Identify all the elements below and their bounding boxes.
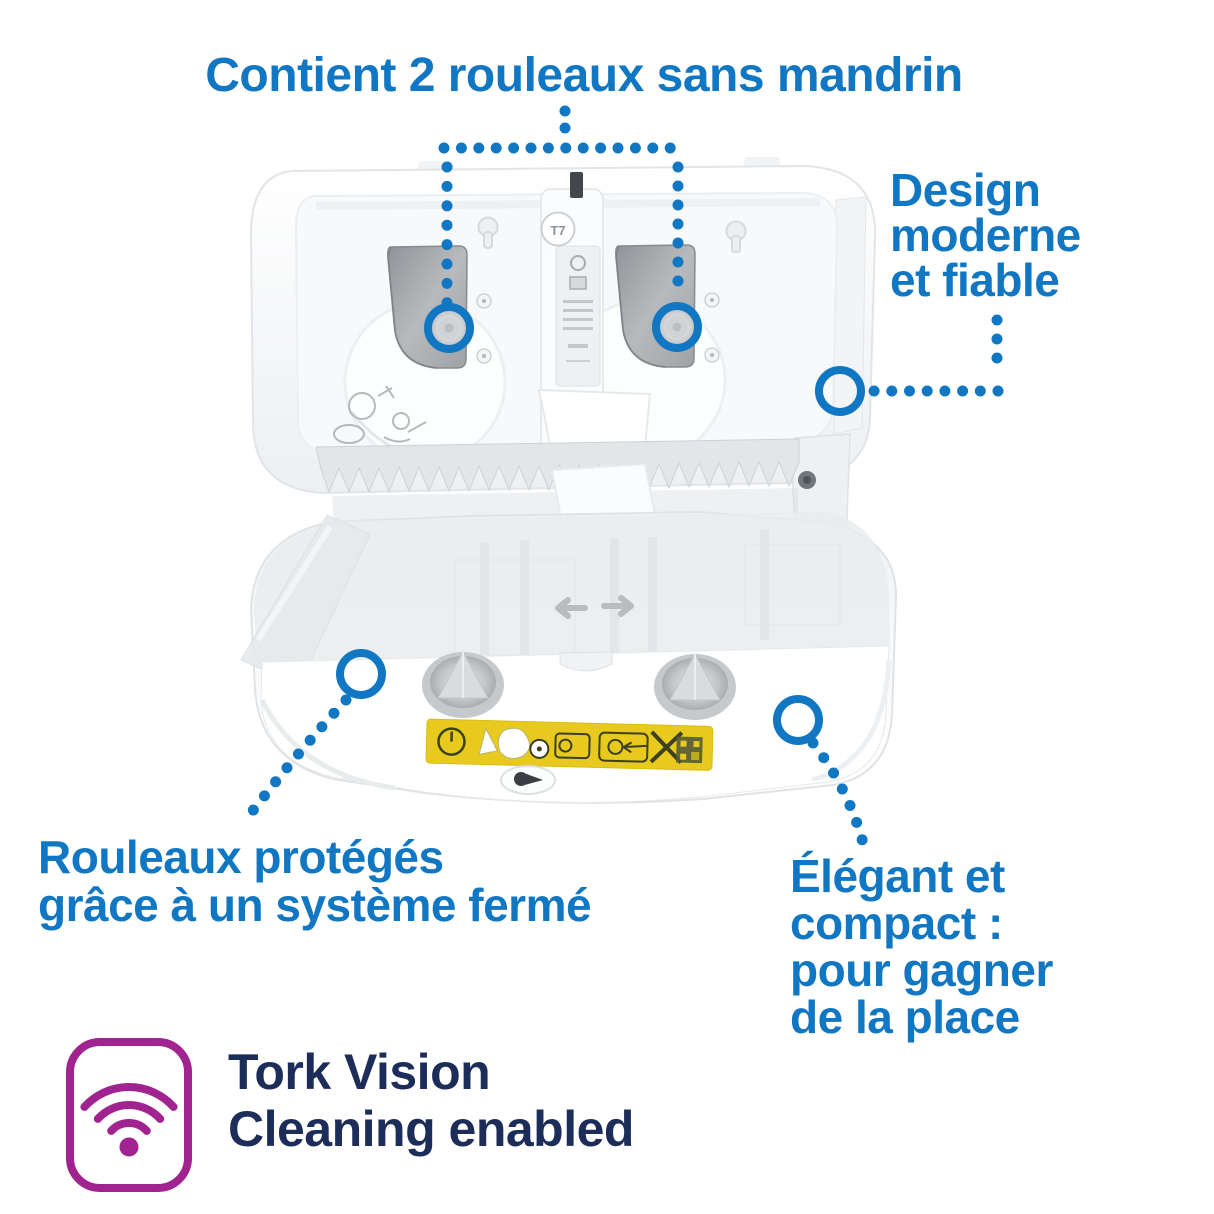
annotation-design-line: moderne [890, 209, 1081, 261]
cover-ribs [480, 530, 769, 656]
annotation-compact-line: Élégant et [790, 850, 1005, 902]
model-badge-text: T7 [550, 223, 565, 238]
highlight-circle-spindle-left [424, 303, 474, 353]
keyhole-mount-right [725, 220, 747, 253]
annotation-compact-line: de la place [790, 991, 1020, 1043]
annotation-compact-line: pour gagner [790, 944, 1053, 996]
annotation-compact-line: compact : [790, 897, 1003, 949]
annotation-design-line: Design [890, 164, 1041, 216]
slide-arrows [555, 595, 634, 619]
model-badge: T7 [540, 211, 576, 247]
connector-design [815, 314, 1004, 416]
connector-compact [773, 695, 872, 861]
tork-vision-line: Cleaning enabled [228, 1101, 634, 1157]
upper-housing: T7 [249, 157, 877, 571]
latch-slot [570, 172, 583, 198]
lower-cover [240, 510, 898, 804]
lock-keyhole [500, 765, 556, 795]
cone-spindle-right [654, 652, 736, 720]
qr-code [676, 736, 703, 764]
roll-holder-left [386, 245, 471, 369]
wifi-icon [66, 1038, 192, 1192]
annotation-protection: Rouleaux protégés grâce à un système fer… [38, 831, 592, 931]
keyhole-mount-left [477, 216, 499, 249]
highlight-circle-spindle-right [652, 302, 702, 352]
annotation-protection-line: grâce à un système fermé [38, 879, 592, 931]
paper-feed-tab [559, 651, 613, 672]
roll-holder-right [614, 244, 699, 368]
annotation-design-line: et fiable [890, 254, 1060, 306]
cone-spindle-left [422, 650, 504, 718]
divider-label [555, 245, 601, 387]
annotation-compact: Élégant et compact : pour gagner de la p… [790, 853, 1053, 1041]
tork-vision-label: Tork Vision Cleaning enabled [228, 1044, 634, 1158]
instruction-label [425, 718, 714, 771]
connector-capacity [424, 105, 702, 353]
annotation-capacity: Contient 2 rouleaux sans mandrin [205, 49, 963, 102]
screw-bosses [476, 292, 720, 364]
annotation-design: Design moderne et fiable [890, 164, 1081, 306]
highlight-circle-housing-edge [815, 366, 865, 416]
annotation-protection-line: Rouleaux protégés [38, 831, 444, 883]
connector-protection [242, 649, 386, 823]
highlight-circle-cover-right [773, 695, 823, 745]
highlight-circle-cover-left [336, 649, 386, 699]
instruction-lineart [333, 385, 427, 444]
tork-vision-line: Tork Vision [228, 1044, 491, 1100]
cover-back-wall [254, 512, 890, 663]
